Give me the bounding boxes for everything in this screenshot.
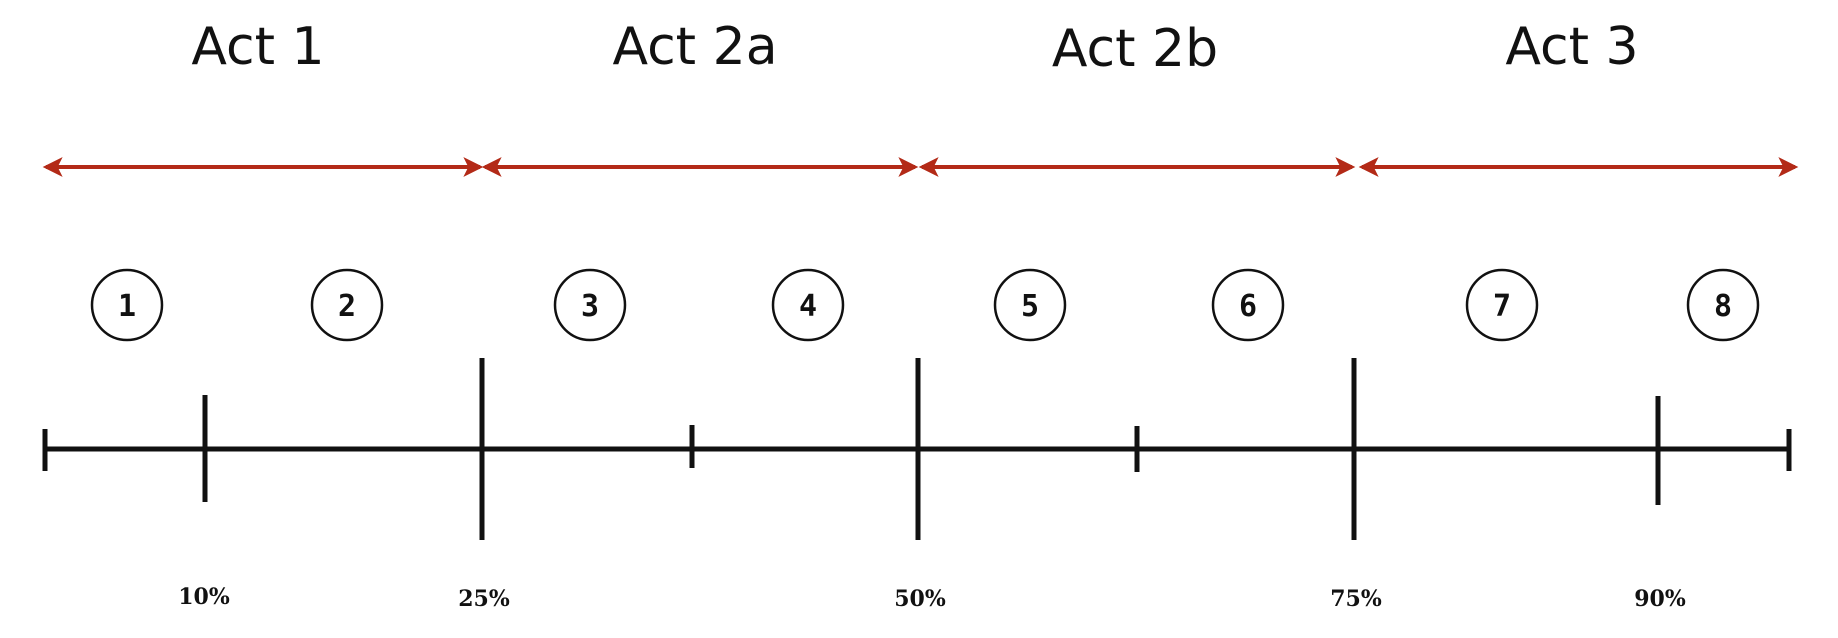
beat-7: 7 (1465, 268, 1539, 342)
beat-markers: 1 2 3 4 5 6 7 8 (90, 268, 1760, 342)
beat-5: 5 (993, 268, 1067, 342)
beat-4: 4 (771, 268, 845, 342)
percent-label-10: 10% (178, 584, 230, 610)
beat-circle (1211, 268, 1285, 342)
beat-8: 8 (1686, 268, 1760, 342)
beat-circle (771, 268, 845, 342)
beat-3: 3 (553, 268, 627, 342)
beat-circle (1465, 268, 1539, 342)
beat-2: 2 (310, 268, 384, 342)
act-title-1: Act 1 (191, 17, 324, 77)
beat-number-1: 1 (118, 289, 136, 324)
beat-6: 6 (1211, 268, 1285, 342)
beat-circle (310, 268, 384, 342)
act-title-2a: Act 2a (612, 17, 777, 77)
act-titles: Act 1 Act 2a Act 2b Act 3 (191, 17, 1638, 79)
beat-number-6: 6 (1239, 289, 1257, 324)
beat-number-3: 3 (581, 289, 599, 324)
timeline (42, 358, 1792, 540)
beat-circle (993, 268, 1067, 342)
percent-label-25: 25% (458, 586, 510, 612)
beat-number-5: 5 (1021, 289, 1039, 324)
act-title-3: Act 3 (1505, 17, 1638, 77)
beat-circle (90, 268, 164, 342)
act-title-2b: Act 2b (1052, 19, 1218, 79)
beat-number-4: 4 (799, 289, 817, 324)
beat-number-2: 2 (338, 289, 356, 324)
beat-1: 1 (90, 268, 164, 342)
beat-number-8: 8 (1714, 289, 1732, 324)
percent-labels: 10% 25% 50% 75% 90% (178, 584, 1686, 612)
beat-number-7: 7 (1493, 289, 1511, 324)
beat-circle (1686, 268, 1760, 342)
beat-circle (553, 268, 627, 342)
percent-label-75: 75% (1330, 586, 1382, 612)
percent-label-50: 50% (894, 586, 946, 612)
percent-label-90: 90% (1634, 586, 1686, 612)
